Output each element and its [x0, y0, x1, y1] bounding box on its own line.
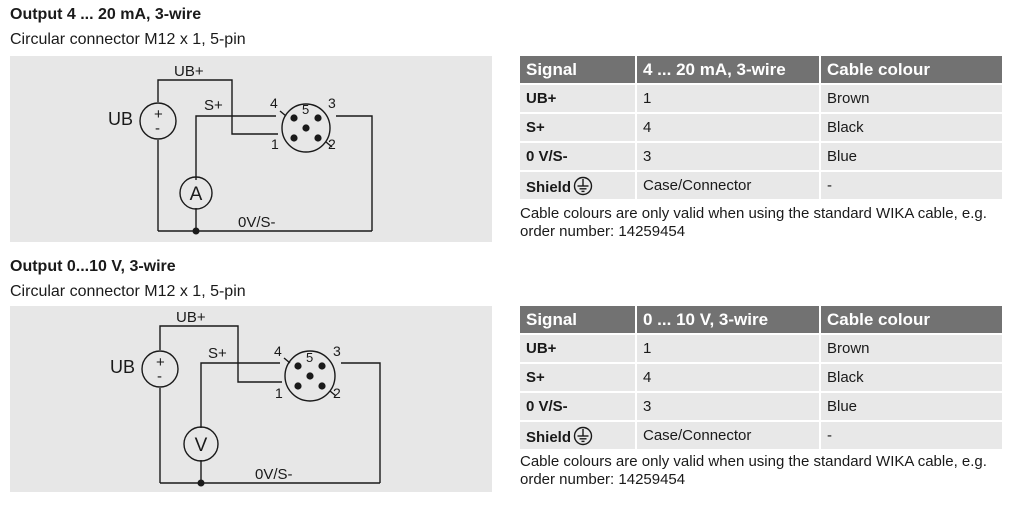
voltmeter-symbol — [183, 426, 219, 462]
signal-cell: 0 V/S- — [520, 391, 636, 421]
plus-sign: + — [156, 354, 165, 371]
colour-cell: Brown — [819, 83, 1002, 113]
colour-cell: - — [819, 420, 1002, 449]
column-header: Cable colour — [819, 56, 1002, 84]
cable-note-2: Cable colours are only valid when using … — [520, 453, 987, 488]
supply-source-symbol — [139, 102, 177, 140]
section-1-title: Output 4 ... 20 mA, 3-wire — [10, 6, 202, 23]
colour-cell: Black — [819, 112, 1002, 142]
signal-cell: Shield — [520, 170, 636, 199]
plus-sign: + — [154, 106, 163, 123]
column-header: 4 ... 20 mA, 3-wire — [635, 56, 820, 84]
source-label: UB — [108, 109, 133, 129]
colour-cell: Blue — [819, 141, 1002, 171]
column-header: Signal — [520, 306, 636, 334]
source-label: UB — [110, 357, 135, 377]
table-row: 0 V/S- 3 Blue — [520, 141, 1002, 171]
column-header: 0 ... 10 V, 3-wire — [635, 306, 820, 334]
pin-label-1: 1 — [271, 136, 279, 152]
table-row: UB+ 1 Brown — [520, 333, 1002, 363]
pin-label-4: 4 — [274, 343, 282, 359]
pin-label-2: 2 — [333, 385, 341, 401]
minus-sign: - — [157, 368, 162, 385]
wiring-diagram-1: UB + - UB+ S+ 0V/S- A 4 5 3 1 2 — [10, 56, 492, 242]
pin-label-5: 5 — [306, 350, 313, 365]
pin-label-4: 4 — [270, 95, 278, 111]
column-header: Signal — [520, 56, 636, 84]
signal-cell: UB+ — [520, 333, 636, 363]
table-row: UB+ 1 Brown — [520, 83, 1002, 113]
m12-connector-symbol — [284, 350, 336, 402]
pin-cell: Case/Connector — [635, 420, 820, 449]
pin-cell: 3 — [635, 391, 820, 421]
pin-cell: Case/Connector — [635, 170, 820, 199]
colour-cell: - — [819, 170, 1002, 199]
meter-label: V — [195, 435, 208, 456]
shield-label: Shield — [526, 178, 572, 196]
signal-cell: Shield — [520, 420, 636, 449]
colour-cell: Brown — [819, 333, 1002, 363]
m12-connector-symbol — [281, 103, 331, 153]
supply-wire-label: UB+ — [174, 63, 204, 80]
wiring-diagram-2: UB + - UB+ S+ 0V/S- V 4 5 3 1 2 — [10, 306, 492, 492]
cable-note-1: Cable colours are only valid when using … — [520, 205, 987, 240]
pin-cell: 4 — [635, 112, 820, 142]
signal-cell: S+ — [520, 112, 636, 142]
signal-wire-label: S+ — [208, 345, 227, 362]
signal-cell: S+ — [520, 362, 636, 392]
pin-label-2: 2 — [328, 136, 336, 152]
colour-cell: Black — [819, 362, 1002, 392]
ground-wire-label: 0V/S- — [238, 214, 276, 231]
table-header-row: Signal 4 ... 20 mA, 3-wire Cable colour — [520, 56, 1002, 84]
signal-wire-label: S+ — [204, 97, 223, 114]
table-row: S+ 4 Black — [520, 362, 1002, 392]
colour-cell: Blue — [819, 391, 1002, 421]
minus-sign: - — [155, 120, 160, 137]
pin-cell: 1 — [635, 83, 820, 113]
table-header-row: Signal 0 ... 10 V, 3-wire Cable colour — [520, 306, 1002, 334]
table-row: Shield Case/Connector - — [520, 420, 1002, 449]
section-2-subtitle: Circular connector M12 x 1, 5-pin — [10, 283, 246, 300]
shield-label: Shield — [526, 428, 572, 446]
meter-label: A — [190, 184, 203, 205]
pinout-table-2: Signal 0 ... 10 V, 3-wire Cable colour U… — [520, 306, 1002, 449]
supply-wire-label: UB+ — [176, 309, 206, 326]
column-header: Cable colour — [819, 306, 1002, 334]
table-row: 0 V/S- 3 Blue — [520, 391, 1002, 421]
pin-label-3: 3 — [333, 343, 341, 359]
pin-label-5: 5 — [302, 102, 309, 117]
signal-cell: 0 V/S- — [520, 141, 636, 171]
pin-label-1: 1 — [275, 385, 283, 401]
ground-wire-label: 0V/S- — [255, 466, 293, 483]
pin-cell: 3 — [635, 141, 820, 171]
ammeter-symbol — [179, 176, 213, 210]
pin-cell: 1 — [635, 333, 820, 363]
supply-source-symbol — [141, 350, 179, 388]
pinout-table-1: Signal 4 ... 20 mA, 3-wire Cable colour … — [520, 56, 1002, 199]
signal-cell: UB+ — [520, 83, 636, 113]
pin-label-3: 3 — [328, 95, 336, 111]
ground-earth-icon — [573, 426, 593, 445]
table-row: Shield Case/Connector - — [520, 170, 1002, 199]
table-row: S+ 4 Black — [520, 112, 1002, 142]
section-2-title: Output 0...10 V, 3-wire — [10, 258, 176, 275]
section-1-subtitle: Circular connector M12 x 1, 5-pin — [10, 31, 246, 48]
pin-cell: 4 — [635, 362, 820, 392]
ground-earth-icon — [573, 176, 593, 195]
